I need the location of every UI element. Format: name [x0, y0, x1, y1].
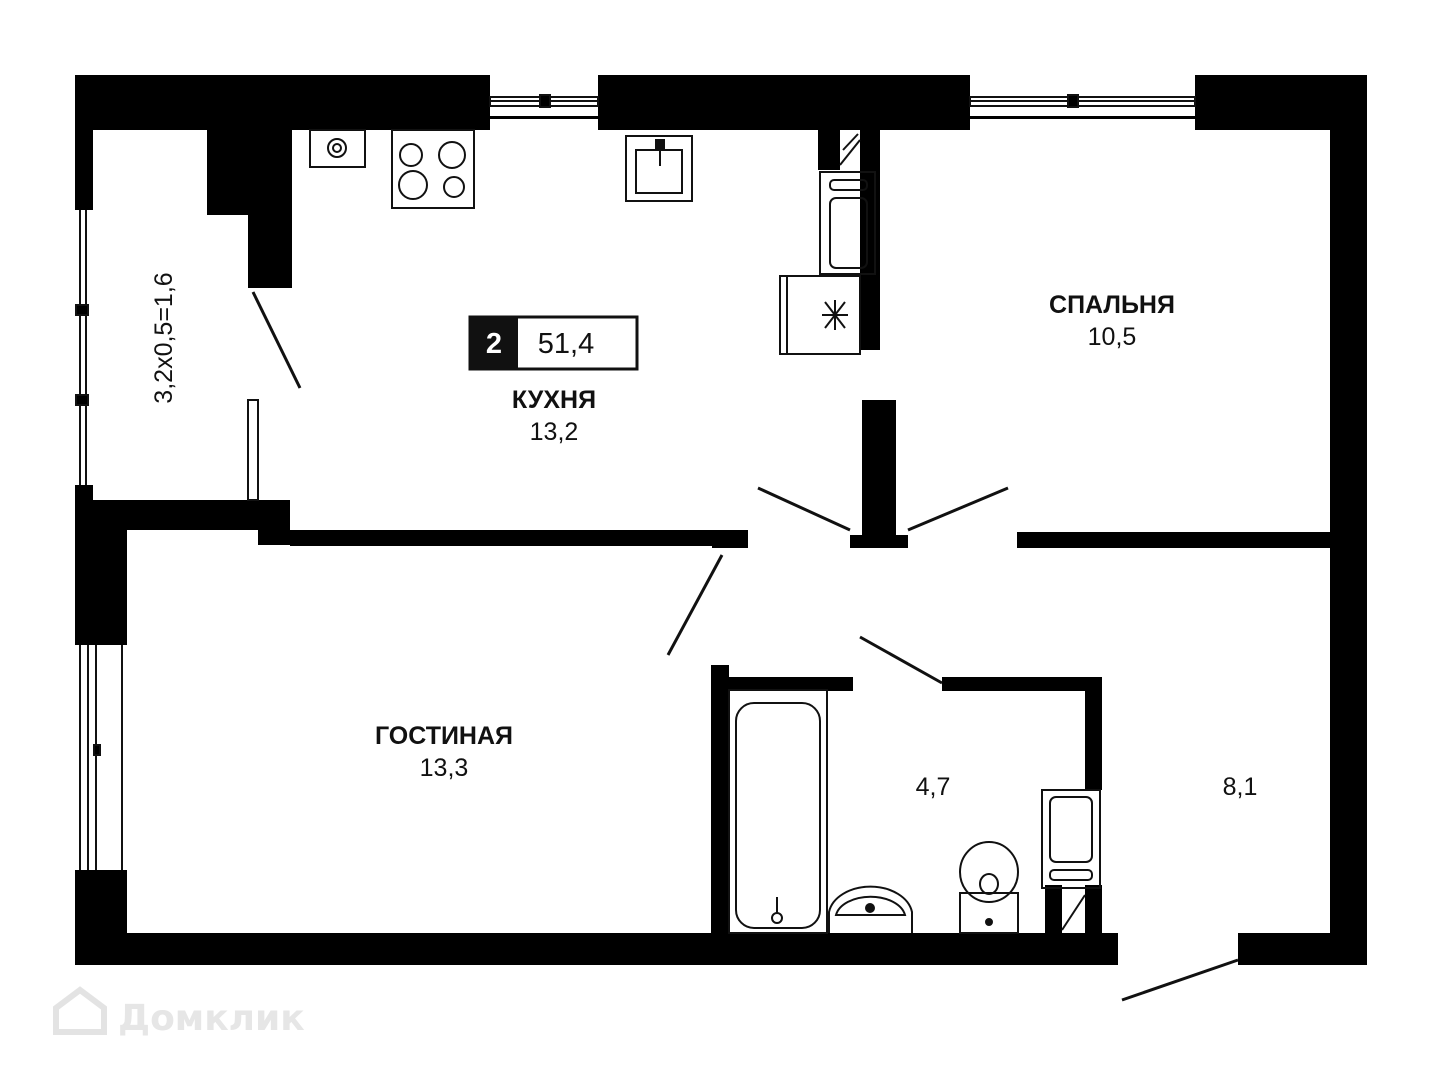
kitchen-name: КУХНЯ [512, 386, 596, 414]
balcony-label: 3,2х0,5=1,6 [150, 272, 178, 403]
house-logo-icon [53, 986, 107, 1035]
bedroom-name: СПАЛЬНЯ [1049, 291, 1175, 319]
watermark-text: Домклик [118, 998, 305, 1039]
door-balcony [251, 291, 302, 389]
bathroom-sink-icon [828, 885, 913, 933]
window-left-living [79, 645, 123, 870]
kitchen-area: 13,2 [530, 418, 579, 446]
window-left-balcony [75, 210, 89, 485]
total-area: 51,4 [538, 328, 594, 360]
ventilation-icon [779, 275, 861, 355]
living-name: ГОСТИНАЯ [375, 722, 513, 750]
rooms-count-box [470, 317, 518, 369]
watermark: Домклик [53, 986, 305, 1039]
door-bathroom [859, 635, 943, 685]
door-bedroom [907, 486, 1009, 532]
bathroom-area: 4,7 [916, 773, 951, 801]
walls [75, 75, 1367, 965]
water-heater-icon [1041, 789, 1101, 889]
bedroom-area: 10,5 [1088, 323, 1137, 351]
window-top-bedroom [969, 94, 1196, 119]
kitchen-sink-icon [625, 135, 693, 202]
bathtub-icon [728, 689, 828, 934]
hall-area: 8,1 [1223, 773, 1258, 801]
shaft-hatch-icon [839, 133, 861, 166]
windows [75, 94, 1196, 870]
living-area: 13,3 [420, 754, 469, 782]
riser-hatch-icon [1061, 894, 1086, 931]
door-kitchen [757, 486, 851, 532]
toilet-icon [959, 841, 1019, 934]
room-labels: КУХНЯ 13,2 СПАЛЬНЯ 10,5 ГОСТИНАЯ 13,3 4,… [150, 272, 1257, 801]
boiler-icon [309, 129, 366, 168]
door-living [666, 554, 724, 656]
stove-icon [391, 129, 475, 209]
apartment-badge: 2 51,4 [468, 315, 639, 371]
doors [247, 291, 1239, 1002]
fixtures [309, 129, 1101, 934]
rooms-count: 2 [486, 328, 502, 360]
door-balcony-fixed [247, 399, 259, 501]
door-entrance [1121, 958, 1239, 1002]
window-top-kitchen [489, 94, 599, 119]
washing-unit-icon [819, 171, 876, 275]
